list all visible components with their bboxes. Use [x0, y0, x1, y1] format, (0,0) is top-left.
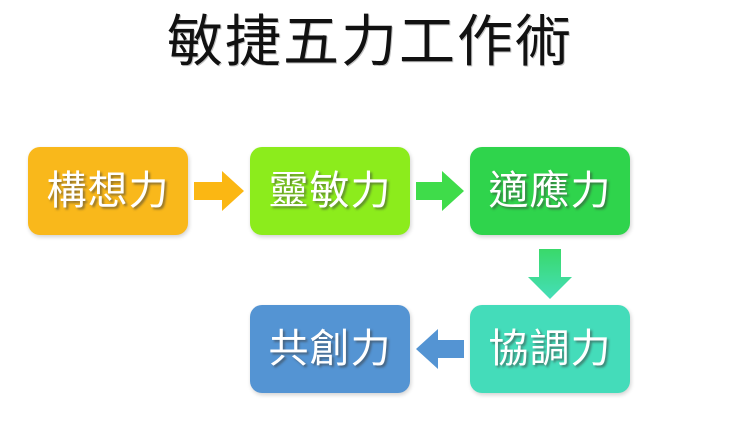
page-title: 敏捷五力工作術: [167, 12, 573, 74]
process-node-1[interactable]: 構想力: [28, 147, 188, 235]
arrow-left-icon-1: [414, 326, 466, 372]
process-node-3-label: 適應力: [488, 168, 612, 213]
arrow-down-icon-1: [524, 247, 576, 301]
process-node-3[interactable]: 適應力: [470, 147, 630, 235]
arrow-right-icon-2: [414, 168, 466, 214]
process-node-2[interactable]: 靈敏力: [250, 147, 410, 235]
process-node-4[interactable]: 協調力: [470, 305, 630, 393]
arrow-right-icon-1: [192, 168, 246, 214]
process-node-5-label: 共創力: [268, 326, 392, 371]
process-node-2-label: 靈敏力: [268, 168, 392, 213]
process-node-1-label: 構想力: [46, 168, 170, 213]
process-node-5[interactable]: 共創力: [250, 305, 410, 393]
process-node-4-label: 協調力: [488, 326, 612, 371]
